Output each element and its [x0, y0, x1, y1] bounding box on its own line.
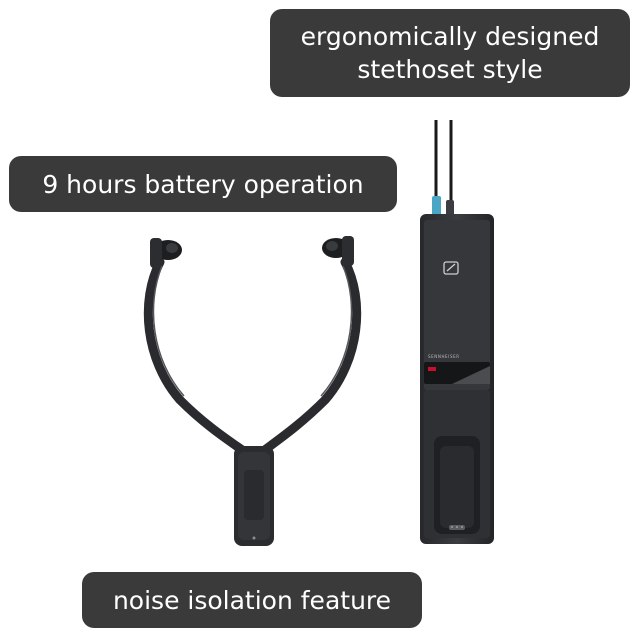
- brand-label: SENNHEISER: [428, 354, 460, 359]
- right-earbud: [322, 236, 354, 266]
- receiver-pod: [234, 446, 274, 546]
- callout-ergonomic-line1: ergonomically designed: [300, 22, 600, 51]
- callout-ergonomic-line2: stethoset style: [357, 55, 543, 84]
- brand-logo-icon: [443, 261, 459, 275]
- callout-battery: 9 hours battery operation: [9, 156, 397, 212]
- callout-ergonomic-design: ergonomically designed stethoset style: [270, 9, 630, 97]
- callout-battery-text: 9 hours battery operation: [42, 169, 364, 199]
- stethoset-headset: [143, 236, 362, 546]
- left-earbud: [150, 238, 182, 268]
- power-indicator: [428, 367, 436, 371]
- callout-noise-isolation-text: noise isolation feature: [112, 585, 392, 615]
- transmitter-station: SENNHEISER: [420, 120, 494, 544]
- callout-noise-isolation: noise isolation feature: [82, 572, 422, 628]
